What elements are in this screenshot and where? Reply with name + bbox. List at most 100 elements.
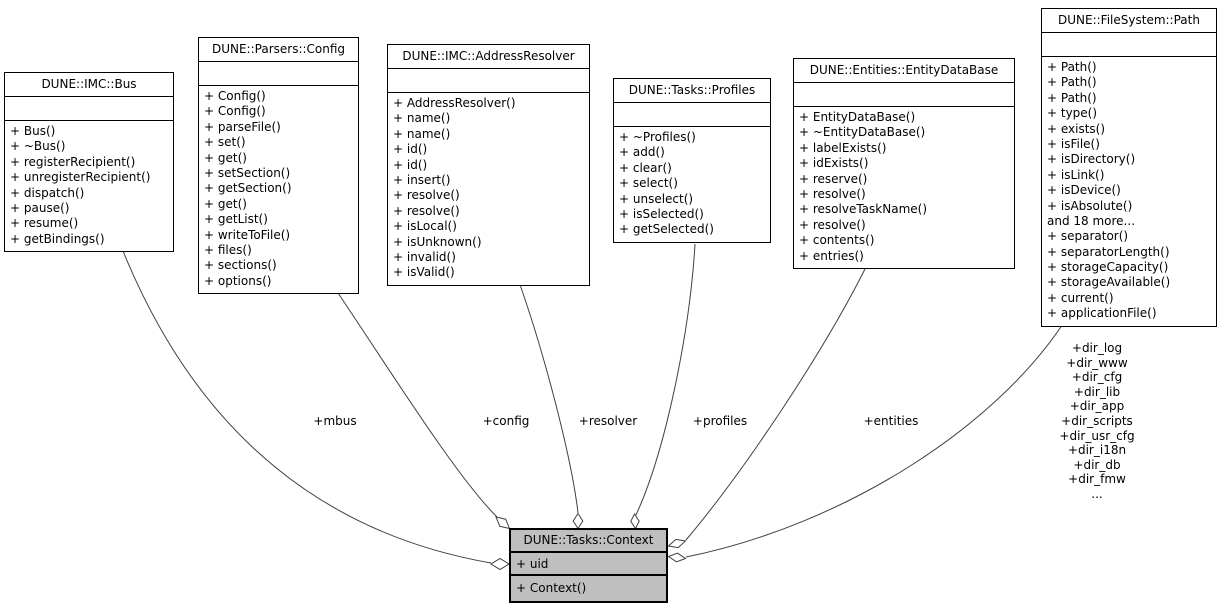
method-item: + isDirectory() (1047, 152, 1136, 167)
method-item: + isLink() (1047, 167, 1105, 182)
method-item: + isValid() (393, 265, 455, 280)
method-item: + EntityDataBase() (799, 110, 916, 124)
class-title-entity-database: DUNE::Entities::EntityDataBase (794, 59, 1014, 83)
method-item: + name() (393, 126, 451, 141)
path-member-label: +dir_cfg (1071, 370, 1123, 385)
class-title-path: DUNE::FileSystem::Path (1042, 9, 1216, 33)
edge-label-resolver: +resolver (578, 414, 638, 428)
aggregation-diamond-config (495, 516, 511, 530)
edge-label-entities: +entities (863, 414, 919, 428)
method-item: + id() (393, 157, 428, 172)
class-title-bus: DUNE::IMC::Bus (5, 73, 173, 97)
method-item: + setSection() (204, 165, 291, 180)
method-item: + type() (1047, 106, 1098, 121)
method-item: + ~EntityDataBase() (799, 125, 926, 140)
class-box-config[interactable]: DUNE::Parsers::Config + Config()+ Config… (198, 37, 359, 295)
class-box-path[interactable]: DUNE::FileSystem::Path + Path()+ Path()+… (1041, 8, 1217, 327)
method-item: + idExists() (799, 156, 869, 171)
class-title-address-resolver: DUNE::IMC::AddressResolver (388, 45, 589, 69)
method-item: + isDevice() (1047, 183, 1121, 198)
method-item: + Bus() (10, 124, 56, 138)
method-item: + current() (1047, 290, 1114, 305)
class-attrs-config (199, 62, 358, 86)
method-item: + Path() (1047, 90, 1097, 105)
method-item: + options() (204, 273, 272, 288)
path-member-label: ... (1091, 486, 1103, 501)
method-item: + reserve() (799, 171, 868, 186)
method-item: + isUnknown() (393, 234, 482, 249)
method-item: and 18 more... (1047, 213, 1136, 228)
class-title-config: DUNE::Parsers::Config (199, 38, 358, 62)
aggregation-diamond-profiles (630, 513, 640, 530)
method-item: + resolve() (799, 186, 866, 201)
class-methods-profiles: + ~Profiles()+ add()+ clear()+ select()+… (614, 127, 770, 242)
method-item: + applicationFile() (1047, 306, 1157, 321)
method-item: + separator() (1047, 229, 1129, 244)
method-item: + invalid() (393, 249, 456, 264)
method-item: + get() (204, 150, 247, 165)
method-item: + add() (619, 145, 665, 160)
class-methods-context: + Context() (511, 576, 666, 600)
method-item: + dispatch() (10, 185, 85, 200)
method-item: + Config() (204, 89, 266, 103)
aggregation-diamond-resolver (572, 512, 584, 530)
class-box-bus[interactable]: DUNE::IMC::Bus + Bus()+ ~Bus()+ register… (4, 72, 174, 253)
method-item: + unselect() (619, 191, 694, 206)
method-item: + sections() (204, 258, 277, 273)
method-item: + getSelected() (619, 222, 714, 237)
path-member-label: +dir_www (1066, 355, 1128, 370)
method-item: + registerRecipient() (10, 154, 136, 169)
class-title-profiles: DUNE::Tasks::Profiles (614, 79, 770, 103)
aggregation-diamond-bus (490, 557, 510, 571)
method-item: + name() (393, 111, 451, 126)
edge-label-profiles: +profiles (692, 414, 748, 428)
method-item: + resolveTaskName() (799, 202, 927, 217)
edge-label-mbus: +mbus (313, 414, 357, 428)
method-item: + unregisterRecipient() (10, 170, 151, 185)
edge-bus-context (122, 250, 492, 564)
path-member-label: +dir_scripts (1061, 413, 1133, 428)
method-item: + Path() (1047, 60, 1097, 74)
method-item: + insert() (393, 172, 451, 187)
class-box-address-resolver[interactable]: DUNE::IMC::AddressResolver + AddressReso… (387, 44, 590, 286)
method-item: + getSection() (204, 181, 292, 196)
class-box-context[interactable]: DUNE::Tasks::Context + uid + Context() (509, 528, 668, 603)
method-item: + separatorLength() (1047, 244, 1170, 259)
path-member-label: +dir_usr_cfg (1059, 428, 1135, 443)
method-item: + entries() (799, 248, 864, 263)
edge-config-context (331, 283, 498, 518)
method-item: + AddressResolver() (393, 96, 516, 110)
method-item: + clear() (619, 160, 672, 175)
method-item: + storageCapacity() (1047, 260, 1169, 275)
method-item: + getList() (204, 212, 268, 227)
method-item: + Context() (516, 581, 587, 596)
edge-label-config: +config (482, 414, 530, 428)
path-member-label: +dir_db (1073, 457, 1121, 472)
class-attrs-bus (5, 97, 173, 121)
edge-path-context (685, 315, 1069, 558)
method-item: + labelExists() (799, 140, 887, 155)
aggregation-diamond-entities (667, 538, 687, 549)
edge-resolver-context (517, 278, 579, 514)
method-item: + resolve() (393, 188, 460, 203)
class-attrs-profiles (614, 103, 770, 127)
attribute-item: + uid (516, 557, 549, 571)
method-item: + isLocal() (393, 219, 457, 234)
class-methods-path: + Path()+ Path()+ Path()+ type()+ exists… (1042, 57, 1216, 326)
method-item: + writeToFile() (204, 227, 291, 242)
method-item: + resolve() (799, 217, 866, 232)
class-attrs-context: + uid (511, 553, 666, 577)
class-attrs-address-resolver (388, 69, 589, 93)
method-item: + getBindings() (10, 231, 105, 246)
class-methods-address-resolver: + AddressResolver()+ name()+ name()+ id(… (388, 93, 589, 285)
method-item: + id() (393, 142, 428, 157)
edge-entities-context (685, 262, 869, 541)
aggregation-diamond-path (667, 552, 687, 563)
path-member-label: +dir_app (1069, 399, 1125, 414)
class-box-entity-database[interactable]: DUNE::Entities::EntityDataBase + EntityD… (793, 58, 1015, 269)
method-item: + isFile() (1047, 136, 1100, 151)
class-box-profiles[interactable]: DUNE::Tasks::Profiles + ~Profiles()+ add… (613, 78, 771, 243)
path-member-label: +dir_fmw (1068, 472, 1126, 487)
